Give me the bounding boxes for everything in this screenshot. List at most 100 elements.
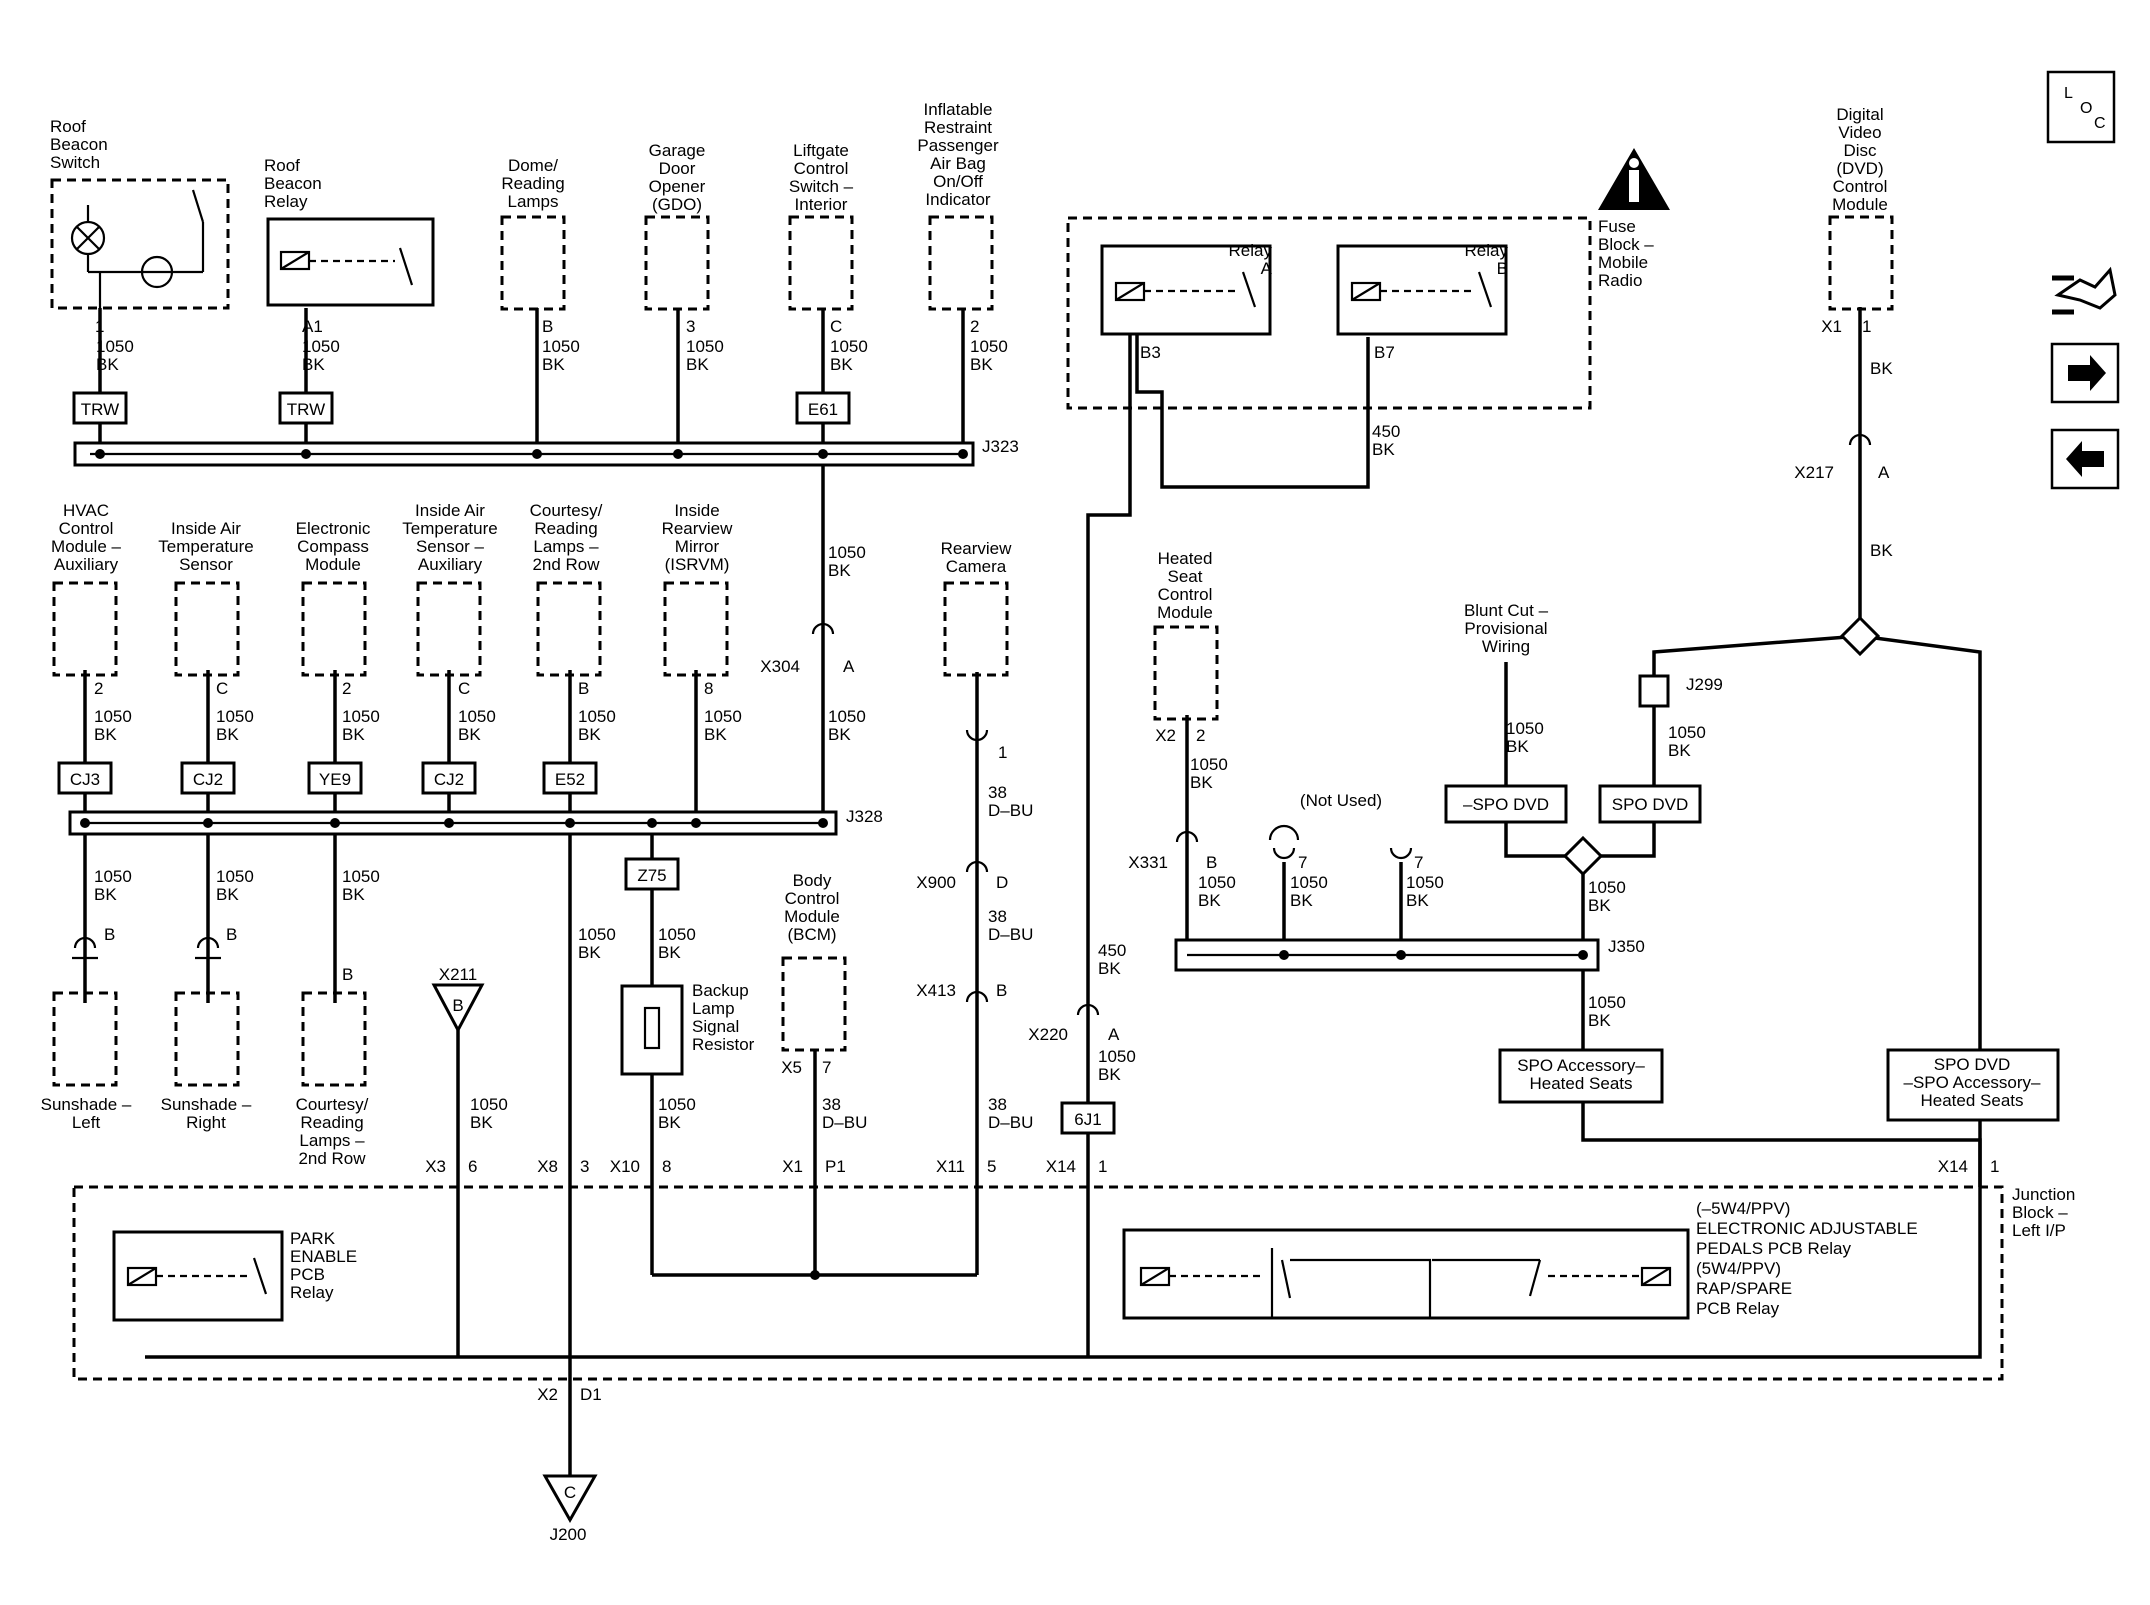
splice-tag: TRW bbox=[278, 391, 334, 425]
airbag-indicator-box bbox=[928, 215, 994, 311]
spo-dvd-combo-label-line: –SPO Accessory– bbox=[1903, 1073, 2041, 1092]
iat-aux-title-line: Inside Air bbox=[415, 501, 485, 520]
spo-split-diamond bbox=[1562, 835, 1604, 877]
wire-label-1050bk-line: 1050 bbox=[658, 925, 696, 944]
gdo-title-line: Garage bbox=[649, 141, 706, 160]
wire-label-1050bk-line: BK bbox=[216, 725, 239, 744]
wire-label-38dbu-line: D–BU bbox=[988, 801, 1033, 820]
liftgate-switch-box bbox=[788, 215, 854, 311]
courtesy-bottom-title-line: Reading bbox=[300, 1113, 363, 1132]
bcm-box bbox=[781, 956, 847, 1052]
sunshade-left-title-line: Left bbox=[72, 1113, 101, 1132]
compass-box bbox=[301, 581, 367, 677]
wire-label-1050bk-line: BK bbox=[1406, 891, 1429, 910]
pin-hvac: 2 bbox=[94, 679, 103, 698]
x220-label: X220 bbox=[1028, 1025, 1068, 1044]
info-warning-icon[interactable] bbox=[1598, 148, 1670, 210]
compass-title-line: Module bbox=[305, 555, 361, 574]
wire-label-1050bk-line: 1050 bbox=[658, 1095, 696, 1114]
heated-seat-title-line: Module bbox=[1157, 603, 1213, 622]
wire-label-1050bk-line: BK bbox=[686, 355, 709, 374]
heated-seat-title-line: Heated bbox=[1158, 549, 1213, 568]
isrvm-title-line: Inside bbox=[674, 501, 719, 520]
bcm-title-line: Control bbox=[785, 889, 840, 908]
splice-tag: Z75 bbox=[624, 857, 680, 891]
dvd-module-box bbox=[1828, 215, 1894, 311]
jb-connector-label: X14 bbox=[1046, 1157, 1076, 1176]
roof-beacon-relay-title-line: Relay bbox=[264, 192, 308, 211]
sunshade-right-title-line: Right bbox=[186, 1113, 226, 1132]
wire-label-450bk-line: BK bbox=[1098, 959, 1121, 978]
pin-airbag: 2 bbox=[970, 317, 979, 336]
j350-label: J350 bbox=[1608, 937, 1645, 956]
splice-bars bbox=[68, 441, 1600, 1280]
wire-label-1050bk-line: 1050 bbox=[704, 707, 742, 726]
sunshade-left-title: Sunshade –Left bbox=[41, 1095, 132, 1132]
iat-aux-title-line: Temperature bbox=[402, 519, 497, 538]
dvd-split-diamond bbox=[1839, 615, 1881, 657]
blunt-cut-title-line: Provisional bbox=[1464, 619, 1547, 638]
wire-label-1050bk-line: 1050 bbox=[458, 707, 496, 726]
rearview-camera-title-line: Camera bbox=[946, 557, 1007, 576]
dvd-module-title-line: Control bbox=[1833, 177, 1888, 196]
spo-dvd-box bbox=[1598, 784, 1702, 824]
jb-pin-label: 3 bbox=[580, 1157, 589, 1176]
blunt-cut-title-line: Blunt Cut – bbox=[1464, 601, 1549, 620]
next-page-arrow-icon[interactable] bbox=[2050, 342, 2120, 404]
jb-pin-label: 6 bbox=[468, 1157, 477, 1176]
wire-label-1050bk-line: BK bbox=[342, 725, 365, 744]
pin-roof-switch: 1 bbox=[95, 317, 104, 336]
wire-label-450bk-line: 450 bbox=[1098, 941, 1126, 960]
junction-block-title-line: Block – bbox=[2012, 1203, 2068, 1222]
wire-label-1050bk-line: BK bbox=[302, 355, 325, 374]
svg-text:C: C bbox=[2094, 115, 2106, 132]
wire-label-1050bk-line: BK bbox=[1190, 773, 1213, 792]
pin-not-used-1: 7 bbox=[1298, 853, 1307, 872]
pin-courtesy-top: B bbox=[578, 679, 589, 698]
wire-label-38dbu: 38D–BU bbox=[988, 783, 1033, 820]
j323-label: J323 bbox=[982, 437, 1019, 456]
spo-dvd-neg-label: –SPO DVD bbox=[1463, 795, 1549, 814]
svg-text:O: O bbox=[2080, 100, 2092, 117]
backup-resistor-title-line: Signal bbox=[692, 1017, 739, 1036]
wire-label-38dbu-line: 38 bbox=[822, 1095, 841, 1114]
iat-aux-title-line: Auxiliary bbox=[418, 555, 483, 574]
spo-dvd-combo-label-line: SPO DVD bbox=[1934, 1055, 2011, 1074]
wire-label-bk: BK bbox=[1870, 359, 1893, 378]
jb-connector-label: X2 bbox=[537, 1385, 558, 1404]
liftgate-title-line: Liftgate bbox=[793, 141, 849, 160]
pedals-relay-title-line: (–5W4/PPV) bbox=[1696, 1199, 1790, 1218]
option-boxes: –SPO DVD SPO DVD SPO Accessory–Heated Se… bbox=[1444, 784, 2060, 1122]
pin-bcm-x: X5 bbox=[781, 1058, 802, 1077]
spo-accessory-heated-box bbox=[1498, 1048, 1664, 1104]
compass-title-line: Compass bbox=[297, 537, 369, 556]
roof-beacon-relay-title-line: Roof bbox=[264, 156, 300, 175]
schematic-connector-icon[interactable] bbox=[2052, 266, 2117, 315]
j299-splice-box bbox=[1638, 674, 1670, 708]
gdo-title-line: Opener bbox=[649, 177, 706, 196]
rearview-camera-title-line: Rearview bbox=[941, 539, 1013, 558]
nav-controls[interactable]: L O C bbox=[2046, 70, 2120, 490]
park-enable-title-line: ENABLE bbox=[290, 1247, 357, 1266]
wire-label-1050bk-line: 1050 bbox=[1190, 755, 1228, 774]
loc-icon[interactable]: L O C bbox=[2046, 70, 2116, 144]
wire-label-38dbu-line: D–BU bbox=[988, 925, 1033, 944]
wire-label-1050bk-line: BK bbox=[578, 943, 601, 962]
junction-block-title-line: Left I/P bbox=[2012, 1221, 2066, 1240]
x413-label: X413 bbox=[916, 981, 956, 1000]
splice-tag: CJ2 bbox=[180, 761, 236, 795]
prev-page-arrow-icon[interactable] bbox=[2050, 428, 2120, 490]
wire-label-1050bk-line: BK bbox=[1290, 891, 1313, 910]
roof-beacon-switch-box bbox=[50, 178, 230, 310]
wire-label-38dbu-line: 38 bbox=[988, 907, 1007, 926]
pin-iat-aux: C bbox=[458, 679, 470, 698]
